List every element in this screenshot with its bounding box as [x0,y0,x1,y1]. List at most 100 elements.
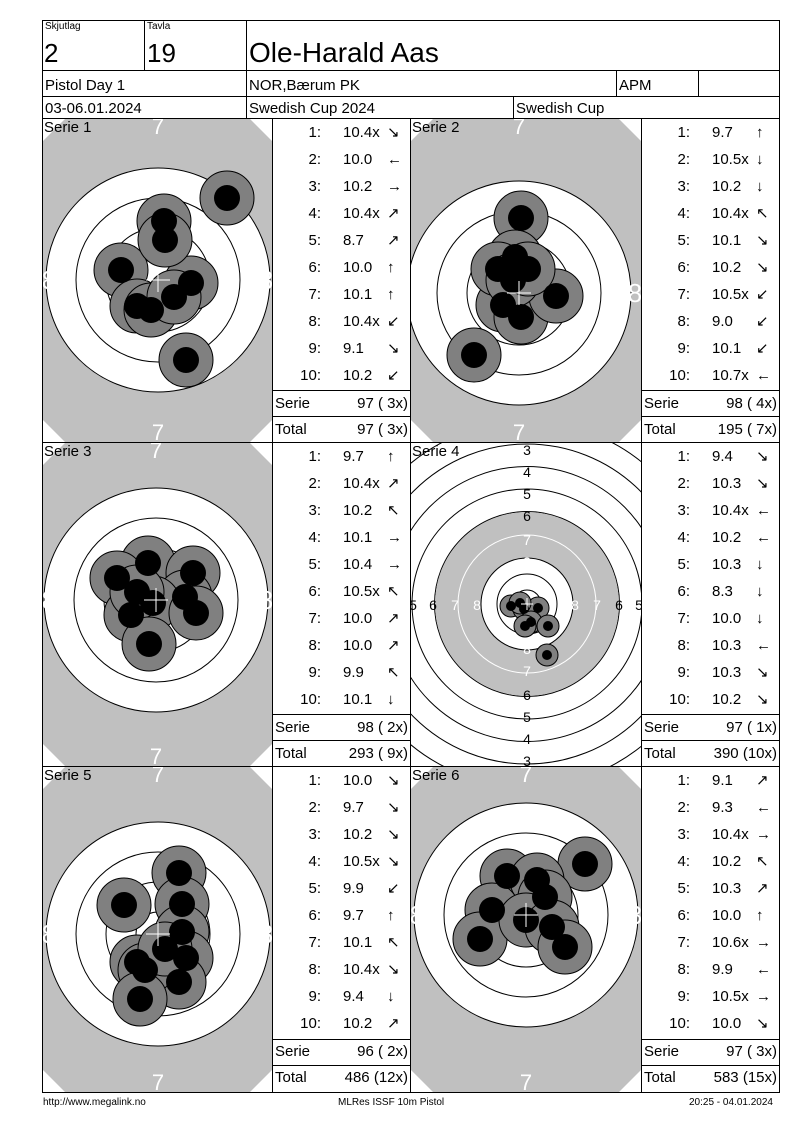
shot-value: 10.1 [712,232,742,249]
shot-row: 5:10.4→ [273,551,411,578]
shot-row: 1:9.7↑ [642,119,780,146]
shot-number: 7: [677,286,690,303]
shot-row: 9:10.3↘ [642,659,780,686]
serie-6-label: Serie 6 [412,767,460,784]
shot-number: 9: [308,664,321,681]
ring-label: 8 [523,554,531,570]
shot-value: 10.4x [343,124,380,141]
shot-row: 4:10.4x↖ [642,200,780,227]
shot-row: 7:10.1↑ [273,281,411,308]
lane-label: Tavla [147,21,171,32]
total-sum-value: 293 ( 9x) [348,745,408,762]
shot-hole-core [166,860,192,886]
shot-hole-core [166,969,192,995]
shot-row: 2:10.3↘ [642,470,780,497]
shot-row: 1:10.0↘ [273,767,411,794]
ring-label: 7 [150,744,162,766]
shot-hole-core [151,208,177,234]
shot-number: 5: [308,880,321,897]
shot-direction-arrow-icon: ↖ [387,583,400,600]
shot-number: 9: [677,340,690,357]
shot-number: 1: [308,448,321,465]
shot-value: 10.0 [343,637,373,654]
shot-direction-arrow-icon: ↑ [387,259,395,276]
footer-url[interactable]: http://www.megalink.no [43,1097,146,1108]
shot-value: 10.1 [712,340,742,357]
shot-value: 10.2 [712,853,742,870]
serie-3-label: Serie 3 [44,443,92,460]
shot-number: 8: [308,313,321,330]
shot-row: 8:9.0↙ [642,308,780,335]
shot-hole-core [494,863,520,889]
shot-value: 10.4x [343,475,380,492]
shot-direction-arrow-icon: ↑ [387,286,395,303]
shot-number: 5: [308,556,321,573]
shot-direction-arrow-icon: ← [756,961,771,978]
shot-row: 5:10.3↗ [642,875,780,902]
serie-sum-label: Serie [644,1043,680,1060]
total-sum-label: Total [275,745,307,762]
shot-number: 1: [677,124,690,141]
shooting-team-value: 2 [44,38,59,68]
serie-1-label: Serie 1 [44,119,92,136]
shot-row: 3:10.2↖ [273,497,411,524]
shot-hole-core [161,284,187,310]
shot-row: 2:10.5x↓ [642,146,780,173]
serie-sum-value: 97 ( 3x) [726,1043,777,1060]
shot-number: 8: [308,637,321,654]
shot-direction-arrow-icon: ↘ [387,853,400,870]
ring-label: 7 [152,420,164,442]
ring-label: 7 [523,532,531,548]
shot-hole-core [173,945,199,971]
shot-number: 2: [308,151,321,168]
shot-direction-arrow-icon: ↓ [387,988,395,1005]
shot-hole-core [152,936,178,962]
shot-value: 10.0 [343,610,373,627]
shot-value: 10.4x [343,313,380,330]
shot-hole-core [543,283,569,309]
shot-value: 10.2 [343,1015,373,1032]
serie-sum-row: Serie 97 ( 3x) [642,1039,780,1065]
ring-label: 7 [451,597,459,613]
shot-number: 7: [308,286,321,303]
serie-sum-label: Serie [275,1043,311,1060]
serie-5-label: Serie 5 [44,767,92,784]
ring-label: 6 [523,687,531,703]
ring-label: 8 [149,488,163,518]
ring-label: 8 [259,919,272,949]
shot-row: 10:10.7x← [642,362,780,389]
shot-row: 8:10.0↗ [273,632,411,659]
shot-row: 9:10.1↙ [642,335,780,362]
ring-label: 4 [523,464,531,480]
shot-value: 9.3 [712,799,733,816]
shot-direction-arrow-icon: ↘ [756,448,769,465]
shot-direction-arrow-icon: ↗ [756,880,769,897]
shot-number: 4: [308,529,321,546]
shot-number: 4: [677,205,690,222]
ring-label: 8 [149,684,163,714]
serie-sum-value: 97 ( 3x) [357,395,408,412]
ring-label: 6 [429,597,437,613]
shot-direction-arrow-icon: ↘ [756,232,769,249]
shot-number: 6: [308,907,321,924]
shot-direction-arrow-icon: ↘ [756,664,769,681]
ring-label: 7 [152,1070,164,1092]
shot-number: 6: [308,583,321,600]
shot-hole-core [479,897,505,923]
ring-label: 8 [43,265,56,295]
shot-direction-arrow-icon: ↘ [387,799,400,816]
shot-value: 10.5x [343,583,380,600]
shot-row: 8:10.4x↘ [273,956,411,983]
ring-label: 3 [523,443,531,458]
shot-number: 2: [677,799,690,816]
shot-number: 5: [677,880,690,897]
shot-number: 3: [308,178,321,195]
shot-number: 1: [677,772,690,789]
shot-row: 10:10.1↓ [273,686,411,713]
club-name: NOR,Bærum PK [249,77,360,94]
shot-value: 10.7x [712,367,749,384]
shot-direction-arrow-icon: → [756,826,771,843]
